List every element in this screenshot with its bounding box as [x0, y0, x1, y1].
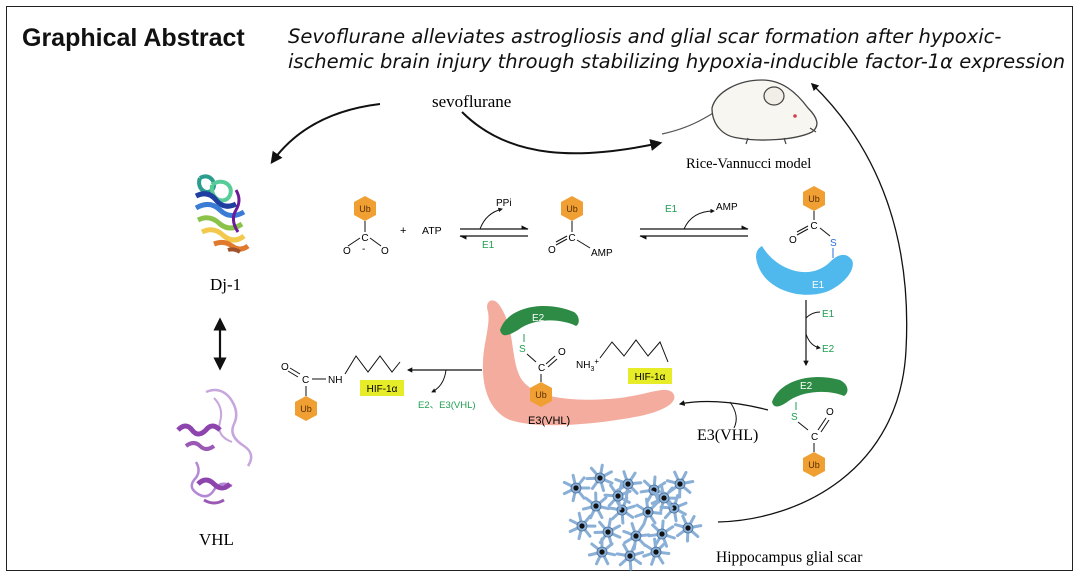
carbon-label: C — [538, 363, 545, 374]
dj1-protein-icon — [194, 174, 250, 254]
amp-release-arrow — [683, 208, 715, 230]
e1-release-curve — [805, 311, 821, 319]
ub-label: Ub — [808, 194, 820, 204]
subtitle-line-1: Sevoflurane alleviates astrogliosis and … — [288, 25, 1002, 48]
e1-ub-complex: Ub C O S E1 — [756, 186, 853, 295]
e2-enzyme-label: E2 — [800, 381, 813, 392]
e2-e3-release-curve — [431, 369, 447, 393]
oxygen-label: O — [281, 362, 289, 373]
page-title: Graphical Abstract — [22, 24, 245, 52]
e2-ub-complex: E2 S C O Ub — [772, 376, 848, 477]
hif-box — [628, 368, 672, 384]
oxygen-label: O — [548, 245, 556, 256]
e1-enzyme-shape — [756, 246, 853, 295]
hif-label: HIF-1α — [367, 384, 398, 395]
astrocyte-cell — [585, 463, 614, 492]
astrocyte-cell — [622, 522, 651, 551]
ub-amp: Ub C O AMP — [548, 196, 613, 259]
astrocyte-cell — [562, 473, 591, 503]
subtitle-line-2: ischemic brain injury through stabilizin… — [288, 50, 1066, 73]
arrow-sevo-to-dj1 — [270, 103, 381, 164]
nh3-label: NH3+ — [576, 357, 599, 373]
astrocyte-cell — [647, 519, 676, 548]
astrocyte-cell — [593, 517, 622, 547]
carbon-label: C — [361, 233, 368, 244]
hif-substrate: NH3+ HIF-1α — [576, 339, 672, 384]
e2-enter-curve — [805, 333, 821, 350]
ub-label: Ub — [808, 460, 820, 470]
astrocyte-cell — [650, 483, 679, 513]
astrocyte-cell — [665, 470, 695, 499]
vhl-protein-icon — [176, 388, 253, 505]
arrow-sevo-to-model — [461, 111, 663, 155]
astrocyte-cell — [568, 511, 597, 541]
astrocyte-cell — [603, 482, 632, 511]
ppi-release-arrow — [479, 207, 503, 230]
oxygen-label-2: O — [381, 246, 389, 257]
e2-ub-in-e3: E2 S C O Ub — [500, 306, 579, 407]
e2-e3-release-label: E2、E3(VHL) — [418, 400, 476, 411]
vhl-label: VHL — [199, 530, 234, 549]
astrocyte-cell — [642, 537, 671, 566]
rice-vannucci-label: Rice-Vannucci model — [686, 156, 811, 172]
e2-enzyme-shape — [772, 376, 848, 407]
e1-label-2: E1 — [665, 204, 678, 215]
e1-enzyme-label: E1 — [812, 280, 825, 291]
carbon-label: C — [811, 432, 818, 443]
ppi-label: PPi — [496, 198, 512, 209]
amp-label-2: AMP — [716, 202, 738, 213]
carbon-label: C — [568, 233, 575, 244]
e3-vhl-large-label: E3(VHL) — [697, 427, 758, 444]
oxygen-label: O — [343, 246, 351, 257]
ub-label: Ub — [566, 204, 578, 214]
e1-label-3: E1 — [822, 309, 835, 320]
charge-minus: - — [362, 244, 365, 255]
ub-hif-product: O C NH HIF-1α Ub — [281, 355, 404, 421]
ub-hexagon — [354, 196, 376, 221]
amp-label: AMP — [591, 248, 613, 259]
arrow-scar-to-model — [717, 82, 908, 523]
arrow-e2-to-e3 — [678, 400, 769, 411]
e2-enzyme-label: E2 — [532, 313, 545, 324]
hif-box — [360, 380, 404, 396]
carbon-label: C — [302, 375, 309, 386]
sulfur-label: S — [519, 344, 526, 355]
abstract-frame — [6, 6, 1073, 571]
e3-vhl-label: E3(VHL) — [528, 415, 570, 427]
glial-scar-astrocytes — [562, 463, 703, 571]
oxygen-label: O — [558, 347, 566, 358]
e3-enter-curve — [729, 401, 737, 429]
mouse-icon — [661, 79, 818, 145]
sevoflurane-label: sevoflurane — [432, 92, 511, 111]
nh-label: NH — [328, 375, 342, 386]
astrocyte-cell — [615, 542, 644, 571]
oxygen-label: O — [826, 407, 834, 418]
e2-label-1: E2 — [822, 344, 835, 355]
ub-label: Ub — [535, 390, 547, 400]
astrocyte-cell — [581, 491, 611, 520]
oxygen-label: O — [789, 235, 797, 246]
e1-label-1: E1 — [482, 240, 495, 251]
astrocyte-cell — [634, 497, 663, 526]
ub-carboxylate: Ub C O O - — [343, 196, 389, 257]
atp-label: ATP — [422, 225, 442, 237]
carbon-label: C — [810, 221, 817, 232]
sulfur-label: S — [830, 238, 837, 249]
hif-label: HIF-1α — [635, 372, 666, 383]
plus-sign: + — [400, 225, 406, 237]
dj1-label: Dj-1 — [210, 275, 241, 294]
hippocampus-label: Hippocampus glial scar — [716, 549, 863, 566]
sulfur-label: S — [791, 412, 798, 423]
ub-label: Ub — [359, 204, 371, 214]
astrocyte-cell — [673, 514, 703, 543]
astrocyte-cell — [587, 537, 617, 566]
ub-label: Ub — [300, 404, 312, 414]
page-subtitle: Sevoflurane alleviates astrogliosis and … — [288, 24, 1078, 74]
